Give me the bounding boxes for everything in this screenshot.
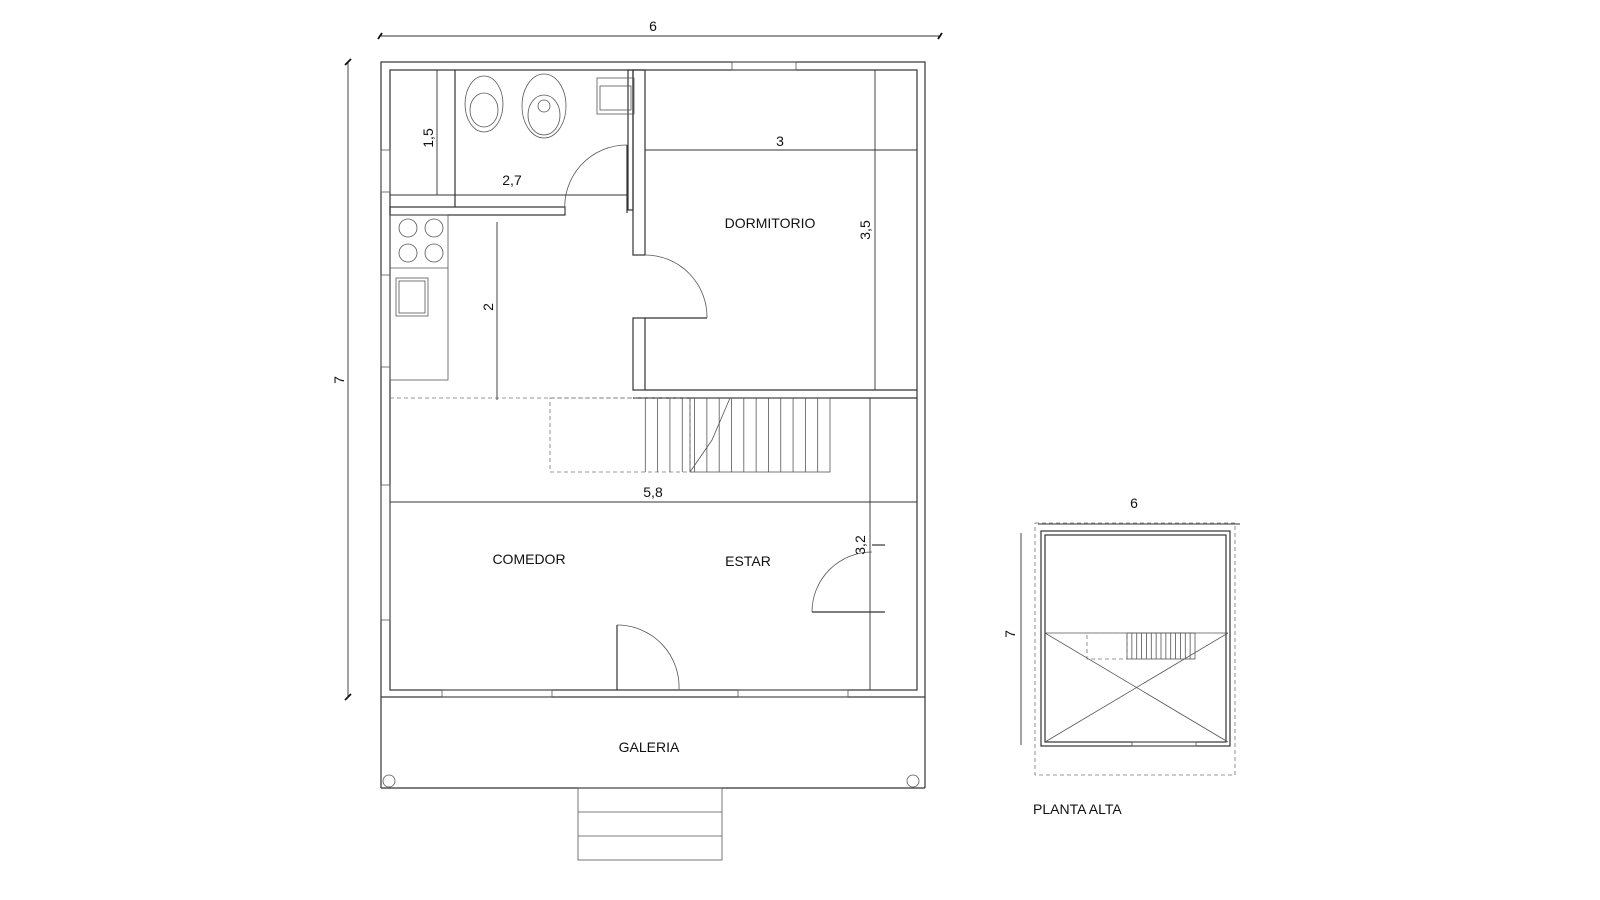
dim-bath-width: 2,7 bbox=[502, 172, 522, 188]
burner-icon bbox=[424, 218, 444, 238]
entry-steps bbox=[577, 787, 723, 861]
dim-living-depth: 3,2 bbox=[852, 535, 868, 555]
staircase bbox=[549, 397, 831, 473]
room-label-galeria: GALERIA bbox=[619, 739, 680, 755]
column-icon bbox=[382, 774, 396, 788]
dim-total-width: 6 bbox=[649, 18, 657, 34]
ground-floor-walls bbox=[380, 61, 926, 698]
upper-dim-width: 6 bbox=[1130, 495, 1138, 511]
room-label-comedor: COMEDOR bbox=[492, 551, 565, 567]
toilet-icon bbox=[464, 75, 504, 133]
dim-bedroom-width: 3 bbox=[776, 133, 784, 149]
burner-icon bbox=[398, 218, 418, 238]
kitchen-sink-icon bbox=[395, 277, 429, 317]
upper-dim-depth: 7 bbox=[1002, 630, 1018, 638]
dim-total-depth: 7 bbox=[331, 376, 347, 384]
burner-icon bbox=[398, 243, 418, 263]
bathroom-sink-icon bbox=[596, 77, 635, 115]
burner-icon bbox=[424, 243, 444, 263]
room-label-estar: ESTAR bbox=[725, 553, 771, 569]
dim-living-width: 5,8 bbox=[643, 484, 663, 500]
kitchen-counter bbox=[389, 214, 449, 381]
column-icon bbox=[906, 774, 920, 788]
bidet-icon bbox=[521, 73, 567, 139]
galeria bbox=[380, 697, 926, 861]
upper-floor-plan bbox=[1020, 522, 1240, 776]
dim-bath-depth: 1,5 bbox=[420, 128, 436, 148]
dimension-lines bbox=[344, 32, 943, 701]
upper-floor-title: PLANTA ALTA bbox=[1033, 801, 1122, 817]
room-label-dormitorio: DORMITORIO bbox=[725, 215, 816, 231]
dim-kitchen-depth: 2 bbox=[480, 303, 496, 311]
dim-bedroom-depth: 3,5 bbox=[857, 220, 873, 240]
